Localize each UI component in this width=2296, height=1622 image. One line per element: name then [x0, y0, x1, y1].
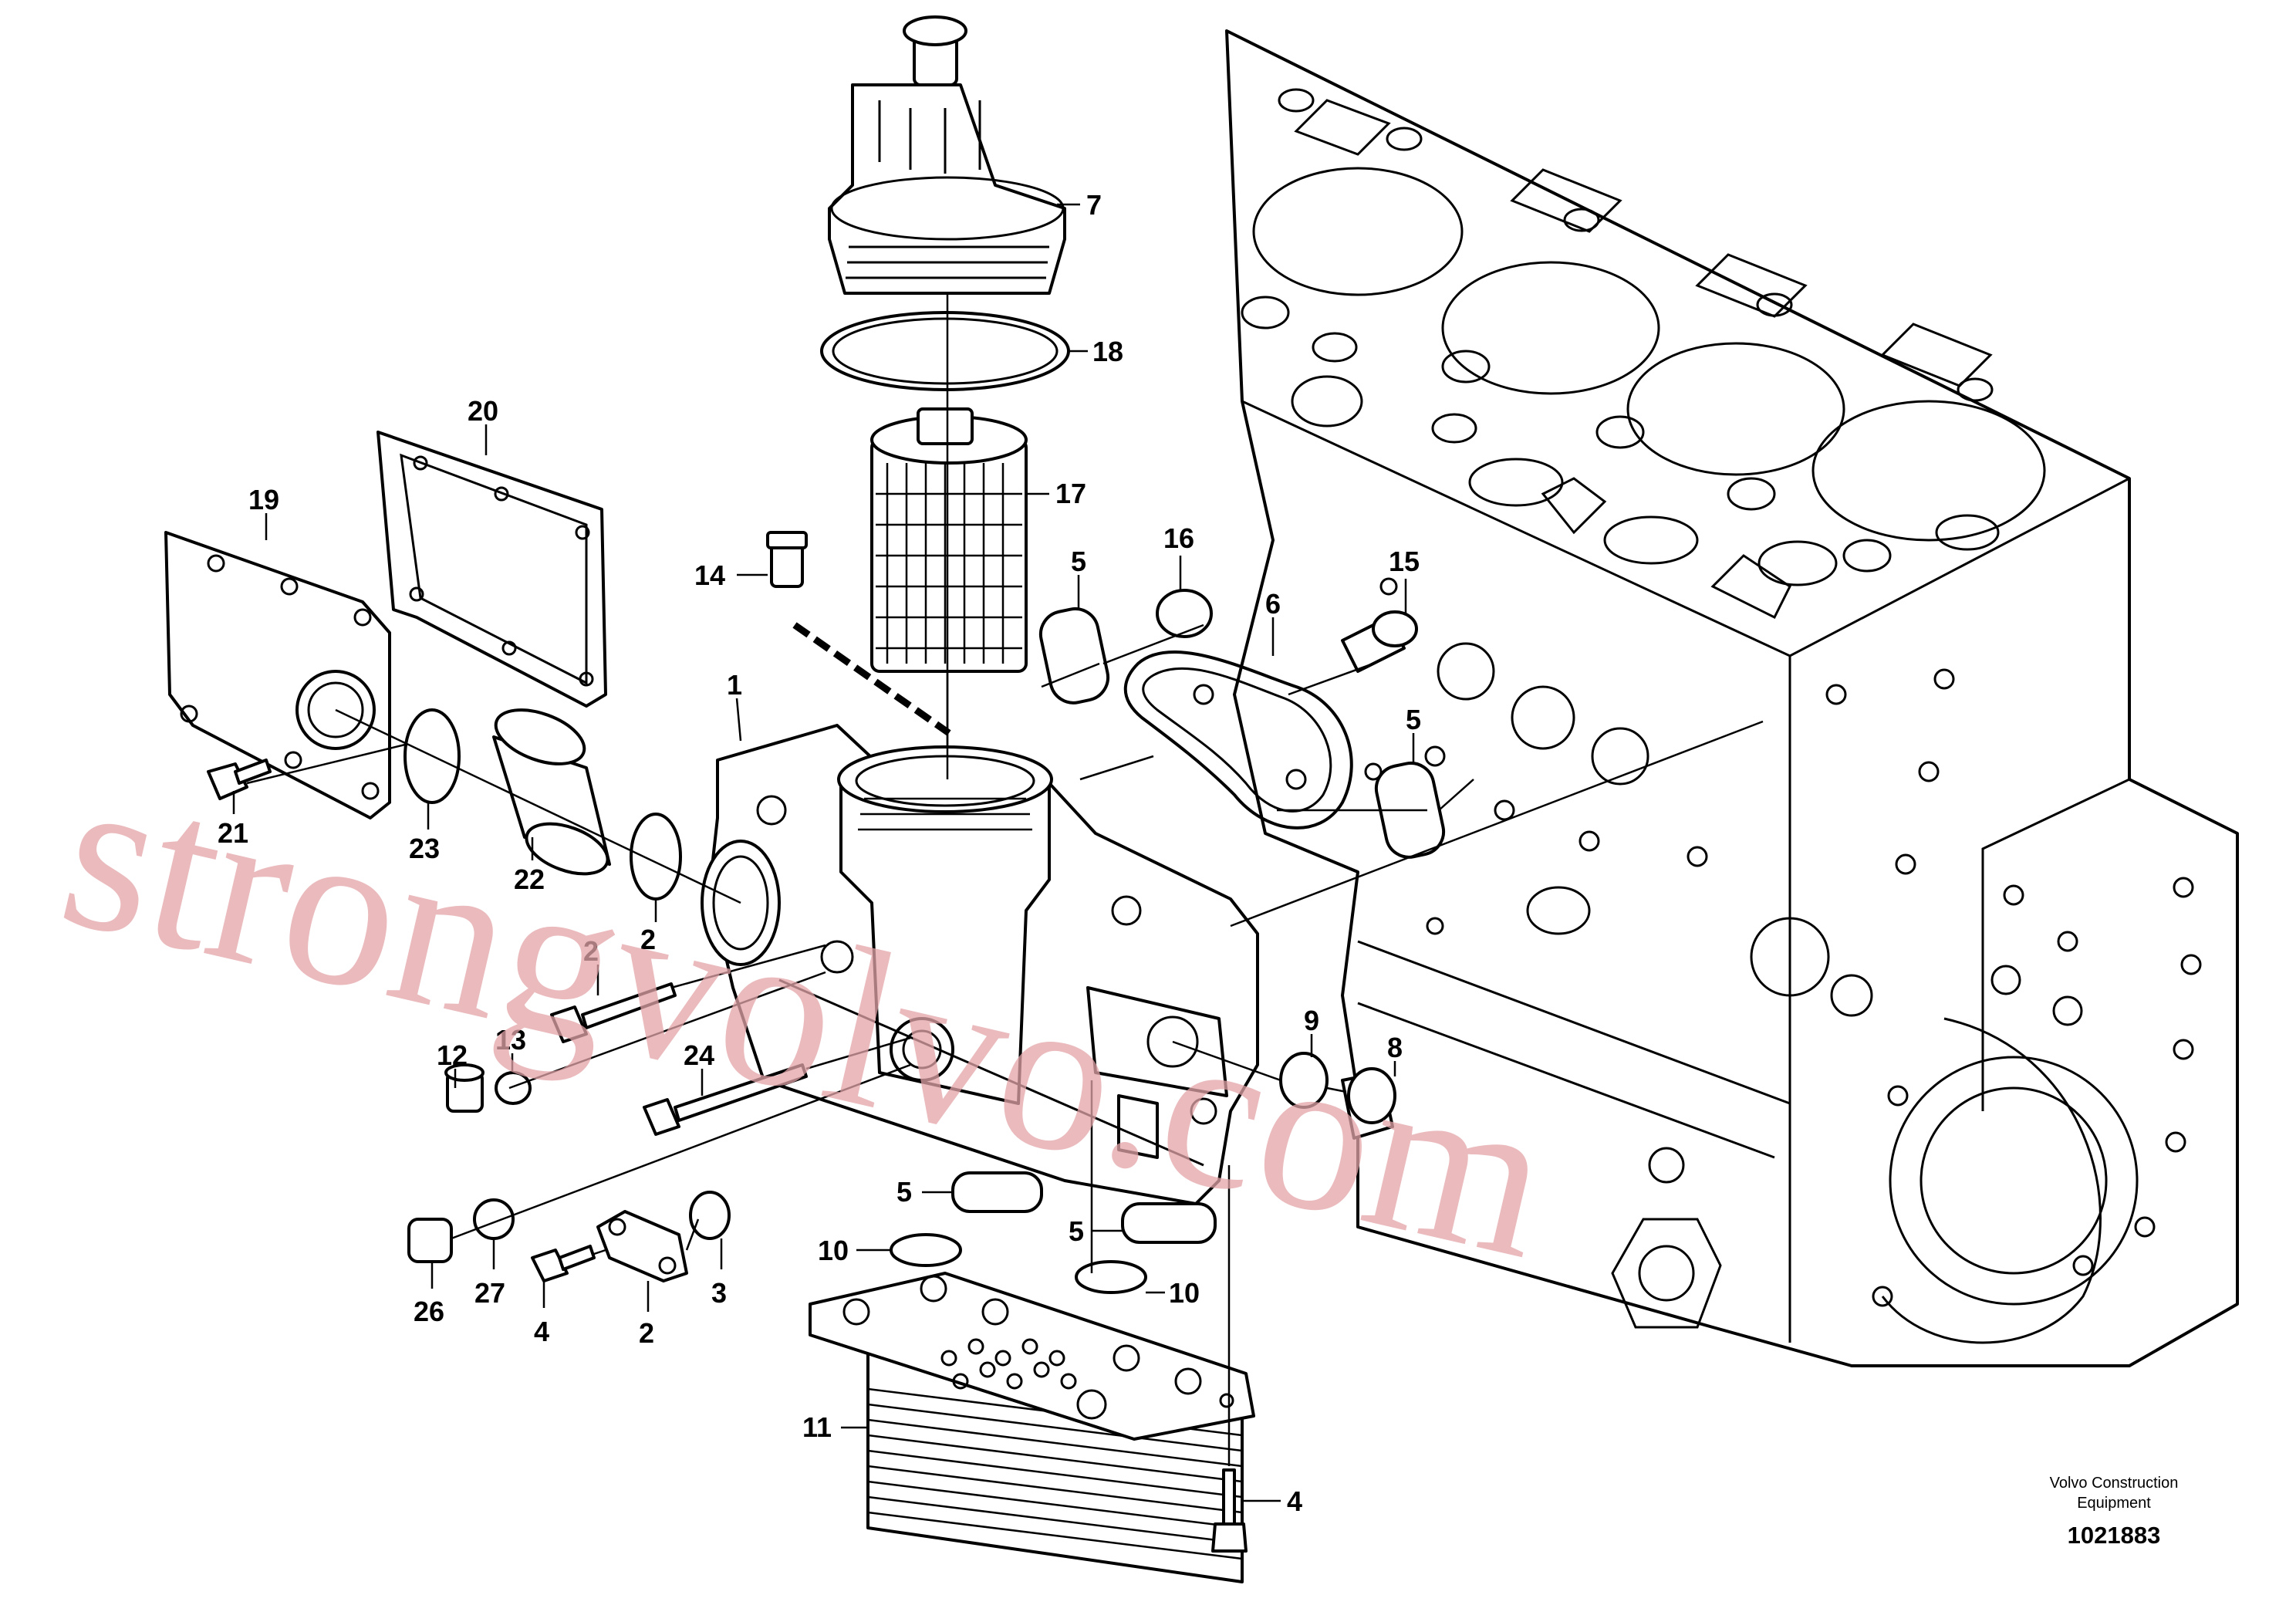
bolt: [550, 982, 677, 1043]
callout-2: 2: [583, 935, 599, 967]
callout-4: 4: [534, 1316, 549, 1347]
callout-13: 13: [495, 1024, 526, 1056]
crank-bore: [1889, 1056, 2139, 1306]
callout-16: 16: [1163, 522, 1194, 554]
callout-5: 5: [1069, 1215, 1084, 1247]
callout-24: 24: [684, 1039, 714, 1071]
o-ring: [1156, 589, 1213, 638]
plug: [444, 1063, 485, 1113]
cylinder-bore: [1441, 261, 1660, 395]
callout-6: 6: [1265, 588, 1281, 620]
callout-12: 12: [437, 1039, 468, 1071]
assembly-lines: [246, 623, 1764, 1466]
seal: [1038, 607, 1110, 705]
screw: [1211, 1468, 1248, 1553]
callout-1: 1: [727, 669, 742, 701]
plug: [1341, 610, 1418, 673]
gasket-6: [1123, 650, 1353, 830]
flange: [596, 1210, 688, 1282]
callout-5: 5: [1406, 704, 1421, 735]
callout-5: 5: [1071, 546, 1086, 577]
gasket: [376, 431, 607, 708]
pipe: [492, 708, 611, 876]
cylinder-bore: [1252, 167, 1464, 296]
callout-26: 26: [414, 1296, 444, 1327]
o-ring: [890, 1233, 962, 1267]
callout-2: 2: [639, 1317, 654, 1349]
o-ring: [820, 311, 1070, 391]
oil-filter-cap: [828, 15, 1066, 295]
cylinder-bore: [1811, 400, 2046, 542]
callout-21: 21: [218, 817, 248, 849]
callout-10: 10: [818, 1235, 849, 1266]
callout-27: 27: [474, 1277, 505, 1309]
screw: [531, 1245, 596, 1282]
o-ring: [689, 1191, 731, 1240]
callout-15: 15: [1389, 546, 1420, 577]
o-ring: [1075, 1260, 1147, 1294]
washer: [495, 1071, 532, 1105]
cylinder-bore: [1626, 342, 1845, 476]
filter-element: [870, 407, 1028, 673]
oil-cooler: [809, 1272, 1255, 1583]
callout-3: 3: [711, 1277, 727, 1309]
oil-filter-housing: [701, 724, 1259, 1205]
callout-23: 23: [409, 833, 440, 864]
callout-11: 11: [802, 1411, 832, 1443]
callout-7: 7: [1086, 189, 1102, 221]
seal: [1374, 761, 1446, 859]
callout-10: 10: [1169, 1277, 1200, 1309]
callout-19: 19: [248, 484, 279, 515]
callout-22: 22: [514, 863, 545, 895]
callout-14: 14: [694, 559, 725, 591]
o-ring: [403, 708, 461, 804]
drawing-number: 1021883: [2068, 1522, 2161, 1549]
callouts: 7 18 17 20 19 14 5 16 15 6 5 1 21 23 22 …: [218, 189, 1421, 1517]
callout-20: 20: [468, 395, 498, 427]
plug: [1341, 1067, 1396, 1140]
engine-block: [1225, 29, 2239, 1367]
callout-4: 4: [1287, 1485, 1302, 1517]
screw: [207, 759, 272, 800]
plug: [766, 531, 808, 588]
washer: [473, 1198, 515, 1240]
callout-17: 17: [1055, 478, 1086, 509]
plug: [407, 1218, 453, 1263]
seal: [1121, 1202, 1217, 1244]
brand-line-1: Volvo Construction: [2050, 1475, 2179, 1492]
callout-8: 8: [1387, 1032, 1403, 1063]
callout-18: 18: [1092, 336, 1123, 367]
leader-lines: [232, 203, 1415, 1502]
callout-2: 2: [640, 924, 656, 955]
bolt: [643, 1063, 808, 1136]
brand-line-2: Equipment: [2077, 1495, 2151, 1512]
callout-5: 5: [896, 1176, 912, 1208]
callout-9: 9: [1304, 1005, 1319, 1036]
